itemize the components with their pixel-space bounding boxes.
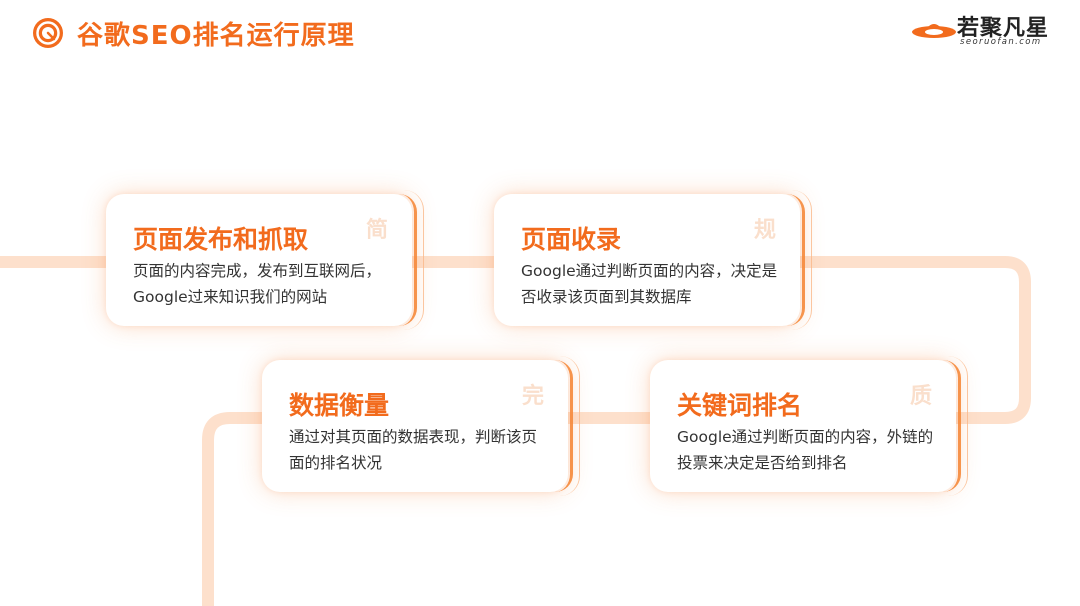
card-corner-glyph: 质 (909, 384, 932, 409)
step-card-indexing: 规 页面收录 Google通过判断页面的内容，决定是否收录该页面到其数据库 (494, 190, 812, 330)
card-description: Google通过判断页面的内容，外链的投票来决定是否给到排名 (677, 428, 934, 472)
card-description: 通过对其页面的数据表现，判断该页面的排名状况 (289, 428, 538, 472)
card-corner-glyph: 简 (365, 218, 388, 243)
page-title: 谷歌SEO排名运行原理 (77, 21, 355, 51)
step-card-data-measurement: 完 数据衡量 通过对其页面的数据表现，判断该页面的排名状况 (262, 356, 580, 496)
card-title: 页面收录 (521, 225, 622, 254)
step-card-keyword-ranking: 质 关键词排名 Google通过判断页面的内容，外链的投票来决定是否给到排名 (650, 356, 968, 496)
step-card-publish-crawl: 简 页面发布和抓取 页面的内容完成，发布到互联网后，Google过来知识我们的网… (106, 190, 424, 330)
brand-star-icon (912, 24, 956, 38)
card-title: 页面发布和抓取 (133, 225, 309, 254)
card-corner-glyph: 规 (753, 218, 776, 243)
brand-logo: 若聚凡星 seoruofan.com (910, 8, 1060, 48)
card-title: 关键词排名 (677, 391, 803, 420)
logo-icon (33, 18, 63, 48)
card-corner-glyph: 完 (521, 384, 544, 409)
card-title: 数据衡量 (289, 391, 390, 420)
card-description: Google通过判断页面的内容，决定是否收录该页面到其数据库 (521, 262, 778, 306)
brand-name: 若聚凡星 (957, 16, 1050, 41)
brand-domain: seoruofan.com (960, 37, 1042, 47)
card-description: 页面的内容完成，发布到互联网后，Google过来知识我们的网站 (133, 262, 382, 306)
